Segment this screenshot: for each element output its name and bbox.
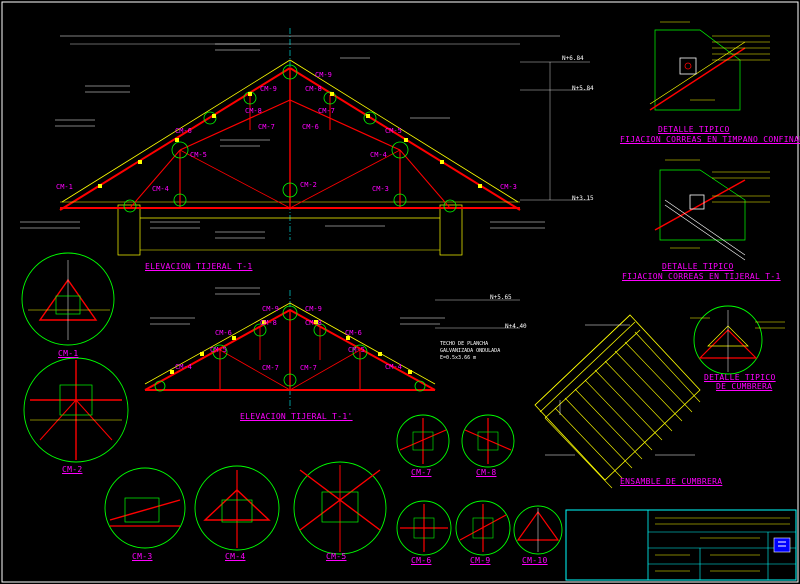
detail-purlin-truss-subtitle: FIJACION CORREAS EN TIJERAL T-1 <box>622 272 781 281</box>
detail-purlin-truss <box>654 159 770 261</box>
ridge-assembly-title: ENSAMBLE DE CUMBRERA <box>620 477 723 486</box>
t1-label-cm5: CM-5 <box>190 151 207 159</box>
t1-label-cm5b: CM-5 <box>385 127 402 135</box>
detail-cm2 <box>23 357 129 463</box>
detail-cm7 <box>396 414 450 468</box>
t1p-label-cm6b: CM-6 <box>345 329 362 337</box>
ridge-assembly-drawing <box>534 314 701 489</box>
level-t1-top: N+6.84 <box>562 55 584 62</box>
detail-title-cm6: CM-6 <box>411 556 432 565</box>
detail-cm10 <box>513 505 563 555</box>
t1-label-cm2: CM-2 <box>300 181 317 189</box>
t1-label-cm6: CM-6 <box>175 127 192 135</box>
t1p-label-cm9b: CM-9 <box>305 305 322 313</box>
truss-t1-elevation <box>20 28 590 256</box>
t1-label-cm4: CM-4 <box>152 185 169 193</box>
t1-label-cm6b: CM-6 <box>302 123 319 131</box>
level-t1p-low: N+4.40 <box>505 323 527 330</box>
t1-label-cm9b: CM-9 <box>315 71 332 79</box>
level-t1-low: N+3.15 <box>572 195 594 202</box>
detail-ridge-title: DETALLE TIPICO <box>704 373 776 382</box>
t1-label-cm7: CM-7 <box>258 123 275 131</box>
detail-title-cm9: CM-9 <box>470 556 491 565</box>
detail-ridge-subtitle: DE CUMBRERA <box>716 382 773 391</box>
detail-purlin-gable-title: DETALLE TIPICO <box>658 125 730 134</box>
t1p-label-cm5b: CM-5 <box>348 346 365 354</box>
detail-title-cm3: CM-3 <box>132 552 153 561</box>
detail-purlin-gable <box>649 21 770 111</box>
detail-purlin-gable-subtitle: FIJACION CORREAS EN TIMPANO CONFINADO <box>620 135 800 144</box>
title-block <box>565 509 797 581</box>
detail-title-cm2: CM-2 <box>62 465 83 474</box>
detail-title-cm5: CM-5 <box>326 552 347 561</box>
t1-label-cm9: CM-9 <box>260 85 277 93</box>
truss-t1p-title: ELEVACION TIJERAL T-1' <box>240 412 353 421</box>
detail-title-cm1: CM-1 <box>58 349 79 358</box>
detail-title-cm10: CM-10 <box>522 556 548 565</box>
level-t1-mid: N+5.84 <box>572 85 594 92</box>
t1p-label-cm8: CM-8 <box>260 319 277 327</box>
level-t1p-top: N+5.65 <box>490 294 512 301</box>
detail-title-cm4: CM-4 <box>225 552 246 561</box>
t1-label-cm4b: CM-4 <box>370 151 387 159</box>
t1p-label-cm9: CM-9 <box>262 305 279 313</box>
t1p-label-cm8b: CM-8 <box>305 319 322 327</box>
t1-label-cm7b: CM-7 <box>318 107 335 115</box>
roof-note-1: TECHO DE PLANCHA <box>440 341 489 347</box>
detail-purlin-truss-title: DETALLE TIPICO <box>662 262 734 271</box>
t1p-label-cm5: CM-5 <box>210 346 227 354</box>
truss-t1p-elevation <box>144 287 520 410</box>
t1p-label-cm7: CM-7 <box>262 364 279 372</box>
t1p-label-cm6: CM-6 <box>215 329 232 337</box>
detail-cm5 <box>293 461 387 555</box>
roof-note-3: E=0.5x3.66 m <box>440 355 477 361</box>
roof-note-2: GALVANIZADA ONDULADA <box>440 348 501 354</box>
detail-title-cm8: CM-8 <box>476 468 497 477</box>
detail-cm4 <box>194 465 280 551</box>
t1-label-cm1: CM-1 <box>56 183 73 191</box>
detail-cm1 <box>21 252 115 346</box>
detail-cm6 <box>396 500 452 556</box>
t1-label-cm8: CM-8 <box>245 107 262 115</box>
t1-label-cm8b: CM-8 <box>305 85 322 93</box>
t1p-label-cm4: CM-4 <box>175 363 192 371</box>
detail-cm9 <box>455 500 511 556</box>
detail-cm3 <box>104 467 186 549</box>
t1p-label-cm7b: CM-7 <box>300 364 317 372</box>
t1p-label-cm4b: CM-4 <box>385 363 402 371</box>
truss-t1-title: ELEVACION TIJERAL T-1 <box>145 262 253 271</box>
detail-cm8 <box>461 414 515 468</box>
t1-label-cm3: CM-3 <box>500 183 517 191</box>
detail-ridge <box>690 305 785 375</box>
t1-label-cm3b: CM-3 <box>372 185 389 193</box>
company-logo-icon <box>773 537 791 553</box>
detail-title-cm7: CM-7 <box>411 468 432 477</box>
